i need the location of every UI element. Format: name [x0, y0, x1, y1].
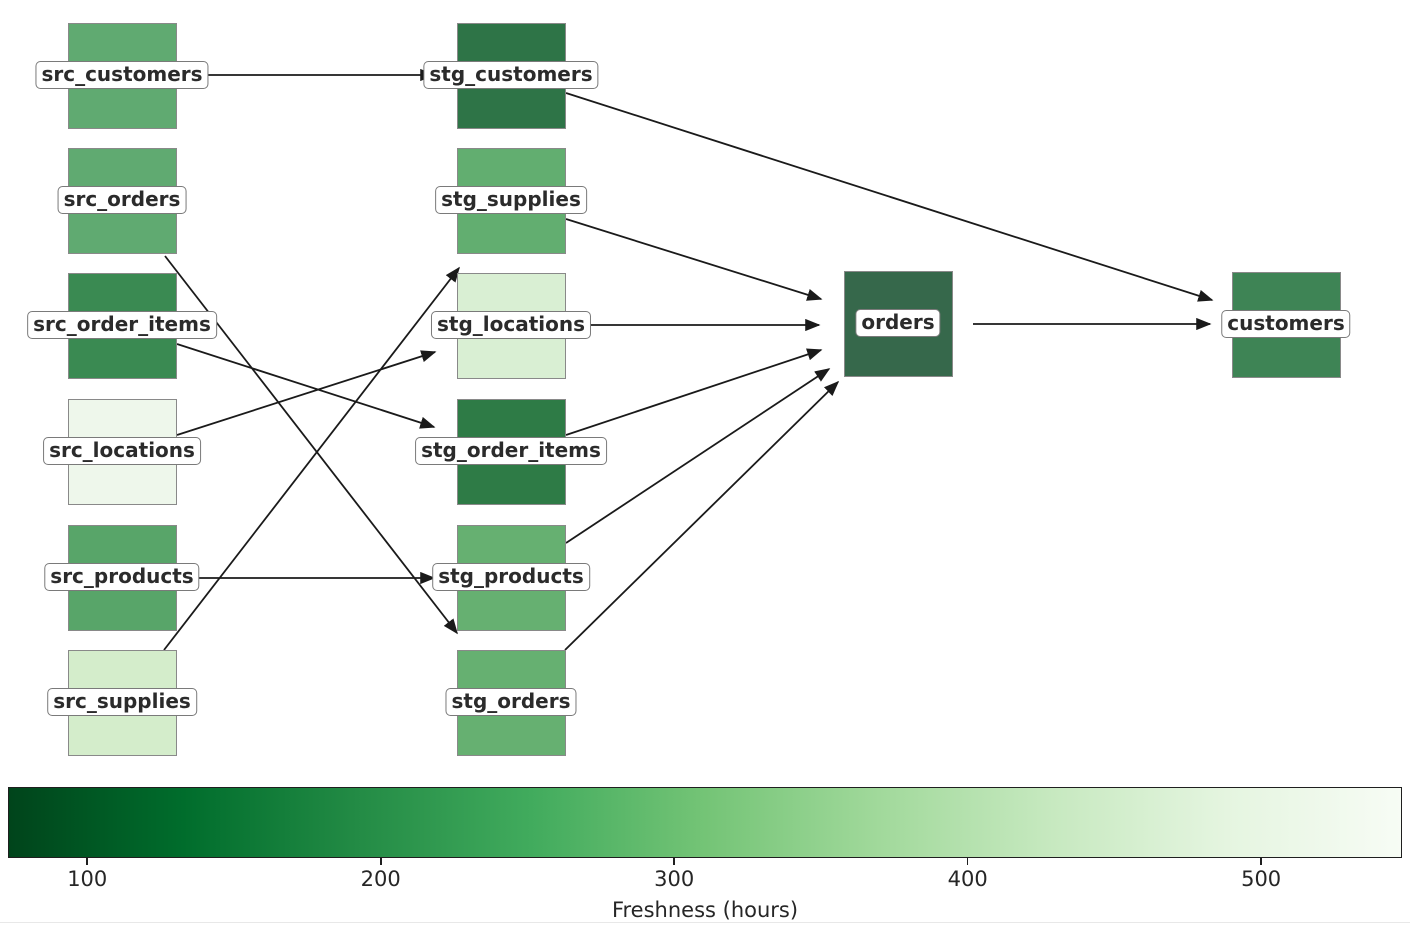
node-label-src_products: src_products [44, 563, 200, 591]
node-label-stg_orders: stg_orders [445, 688, 577, 716]
figure-bottom-rule [0, 922, 1410, 923]
edge-stg_order_items-to-orders [565, 348, 823, 436]
node-label-customers: customers [1221, 310, 1351, 338]
colorbar-tick-mark-100 [86, 858, 89, 865]
colorbar-tick-mark-400 [966, 858, 969, 865]
colorbar-tick-mark-200 [379, 858, 382, 865]
node-label-stg_locations: stg_locations [430, 311, 592, 339]
freshness-colorbar [8, 787, 1402, 858]
node-label-src_supplies: src_supplies [47, 688, 197, 716]
node-label-stg_products: stg_products [432, 563, 590, 591]
node-label-src_orders: src_orders [57, 186, 187, 214]
edge-stg_supplies-to-orders [565, 218, 823, 301]
node-label-stg_order_items: stg_order_items [415, 437, 607, 465]
node-label-orders: orders [855, 309, 941, 337]
colorbar-tick-label-100: 100 [67, 867, 108, 891]
colorbar-tick-label-500: 500 [1241, 867, 1282, 891]
edge-src_supplies-to-stg_supplies [163, 266, 460, 651]
colorbar-axis-label: Freshness (hours) [611, 898, 799, 922]
node-label-src_locations: src_locations [43, 437, 201, 465]
edge-src_order_items-to-stg_order_items [176, 343, 436, 429]
node-label-src_customers: src_customers [35, 61, 209, 89]
edge-stg_customers-to-customers [565, 92, 1214, 302]
edge-stg_products-to-orders [565, 368, 831, 544]
colorbar-tick-label-400: 400 [947, 867, 988, 891]
colorbar-tick-mark-300 [673, 858, 675, 865]
colorbar-tick-label-200: 200 [360, 867, 401, 891]
colorbar-tick-mark-500 [1260, 858, 1262, 865]
node-label-src_order_items: src_order_items [27, 311, 217, 339]
edge-stg_orders-to-orders [564, 380, 840, 651]
edge-src_locations-to-stg_locations [176, 350, 437, 436]
node-label-stg_supplies: stg_supplies [435, 186, 587, 214]
edges-group [163, 68, 1214, 651]
node-label-stg_customers: stg_customers [423, 61, 599, 89]
colorbar-tick-label-300: 300 [654, 867, 695, 891]
